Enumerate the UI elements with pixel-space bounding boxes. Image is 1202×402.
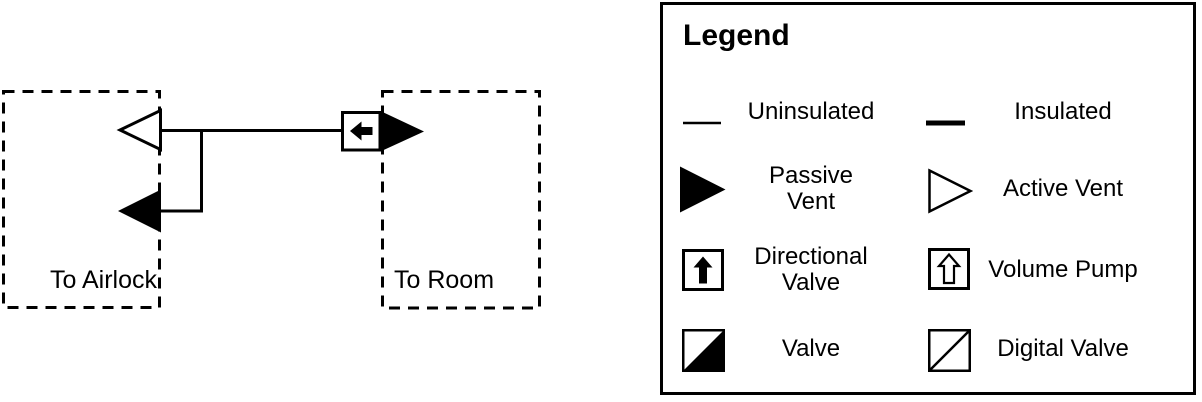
legend-item-active-vent-label: Active Vent	[1002, 175, 1124, 202]
legend-panel: Legend Uninsulated Insulated Passive Ven…	[660, 2, 1196, 395]
insulated-line-icon	[926, 120, 965, 126]
room-zone-label: To Room	[394, 266, 495, 294]
legend-item-volume-pump-label: Volume Pump	[988, 256, 1138, 283]
legend-item-insulated-label: Insulated	[1014, 98, 1112, 125]
room-zone-box	[381, 90, 541, 310]
left-arrow-icon	[350, 121, 373, 141]
digital-valve-icon	[928, 329, 971, 372]
legend-title: Legend	[683, 19, 790, 52]
legend-item-directional-valve-label: Directional Valve	[754, 243, 868, 296]
airlock-zone-label: To Airlock	[50, 266, 157, 294]
legend-item-passive-vent-label: Passive Vent	[768, 162, 854, 215]
active-vent-symbol	[116, 108, 162, 152]
legend-item-valve-label: Valve	[781, 335, 841, 362]
directional-valve-icon	[682, 249, 724, 291]
passive-vent-symbol-room	[381, 111, 424, 151]
valve-icon	[682, 329, 725, 372]
uninsulated-line-icon	[683, 121, 721, 125]
legend-item-digital-valve-label: Digital Valve	[997, 335, 1129, 362]
passive-vent-icon	[680, 166, 726, 213]
active-vent-icon	[928, 168, 973, 214]
airlock-zone-box	[2, 90, 161, 309]
passive-vent-symbol-airlock	[118, 189, 161, 233]
piping-diagram	[2, 90, 541, 310]
volume-pump-icon	[928, 248, 970, 290]
legend-item-uninsulated-label: Uninsulated	[747, 98, 875, 125]
